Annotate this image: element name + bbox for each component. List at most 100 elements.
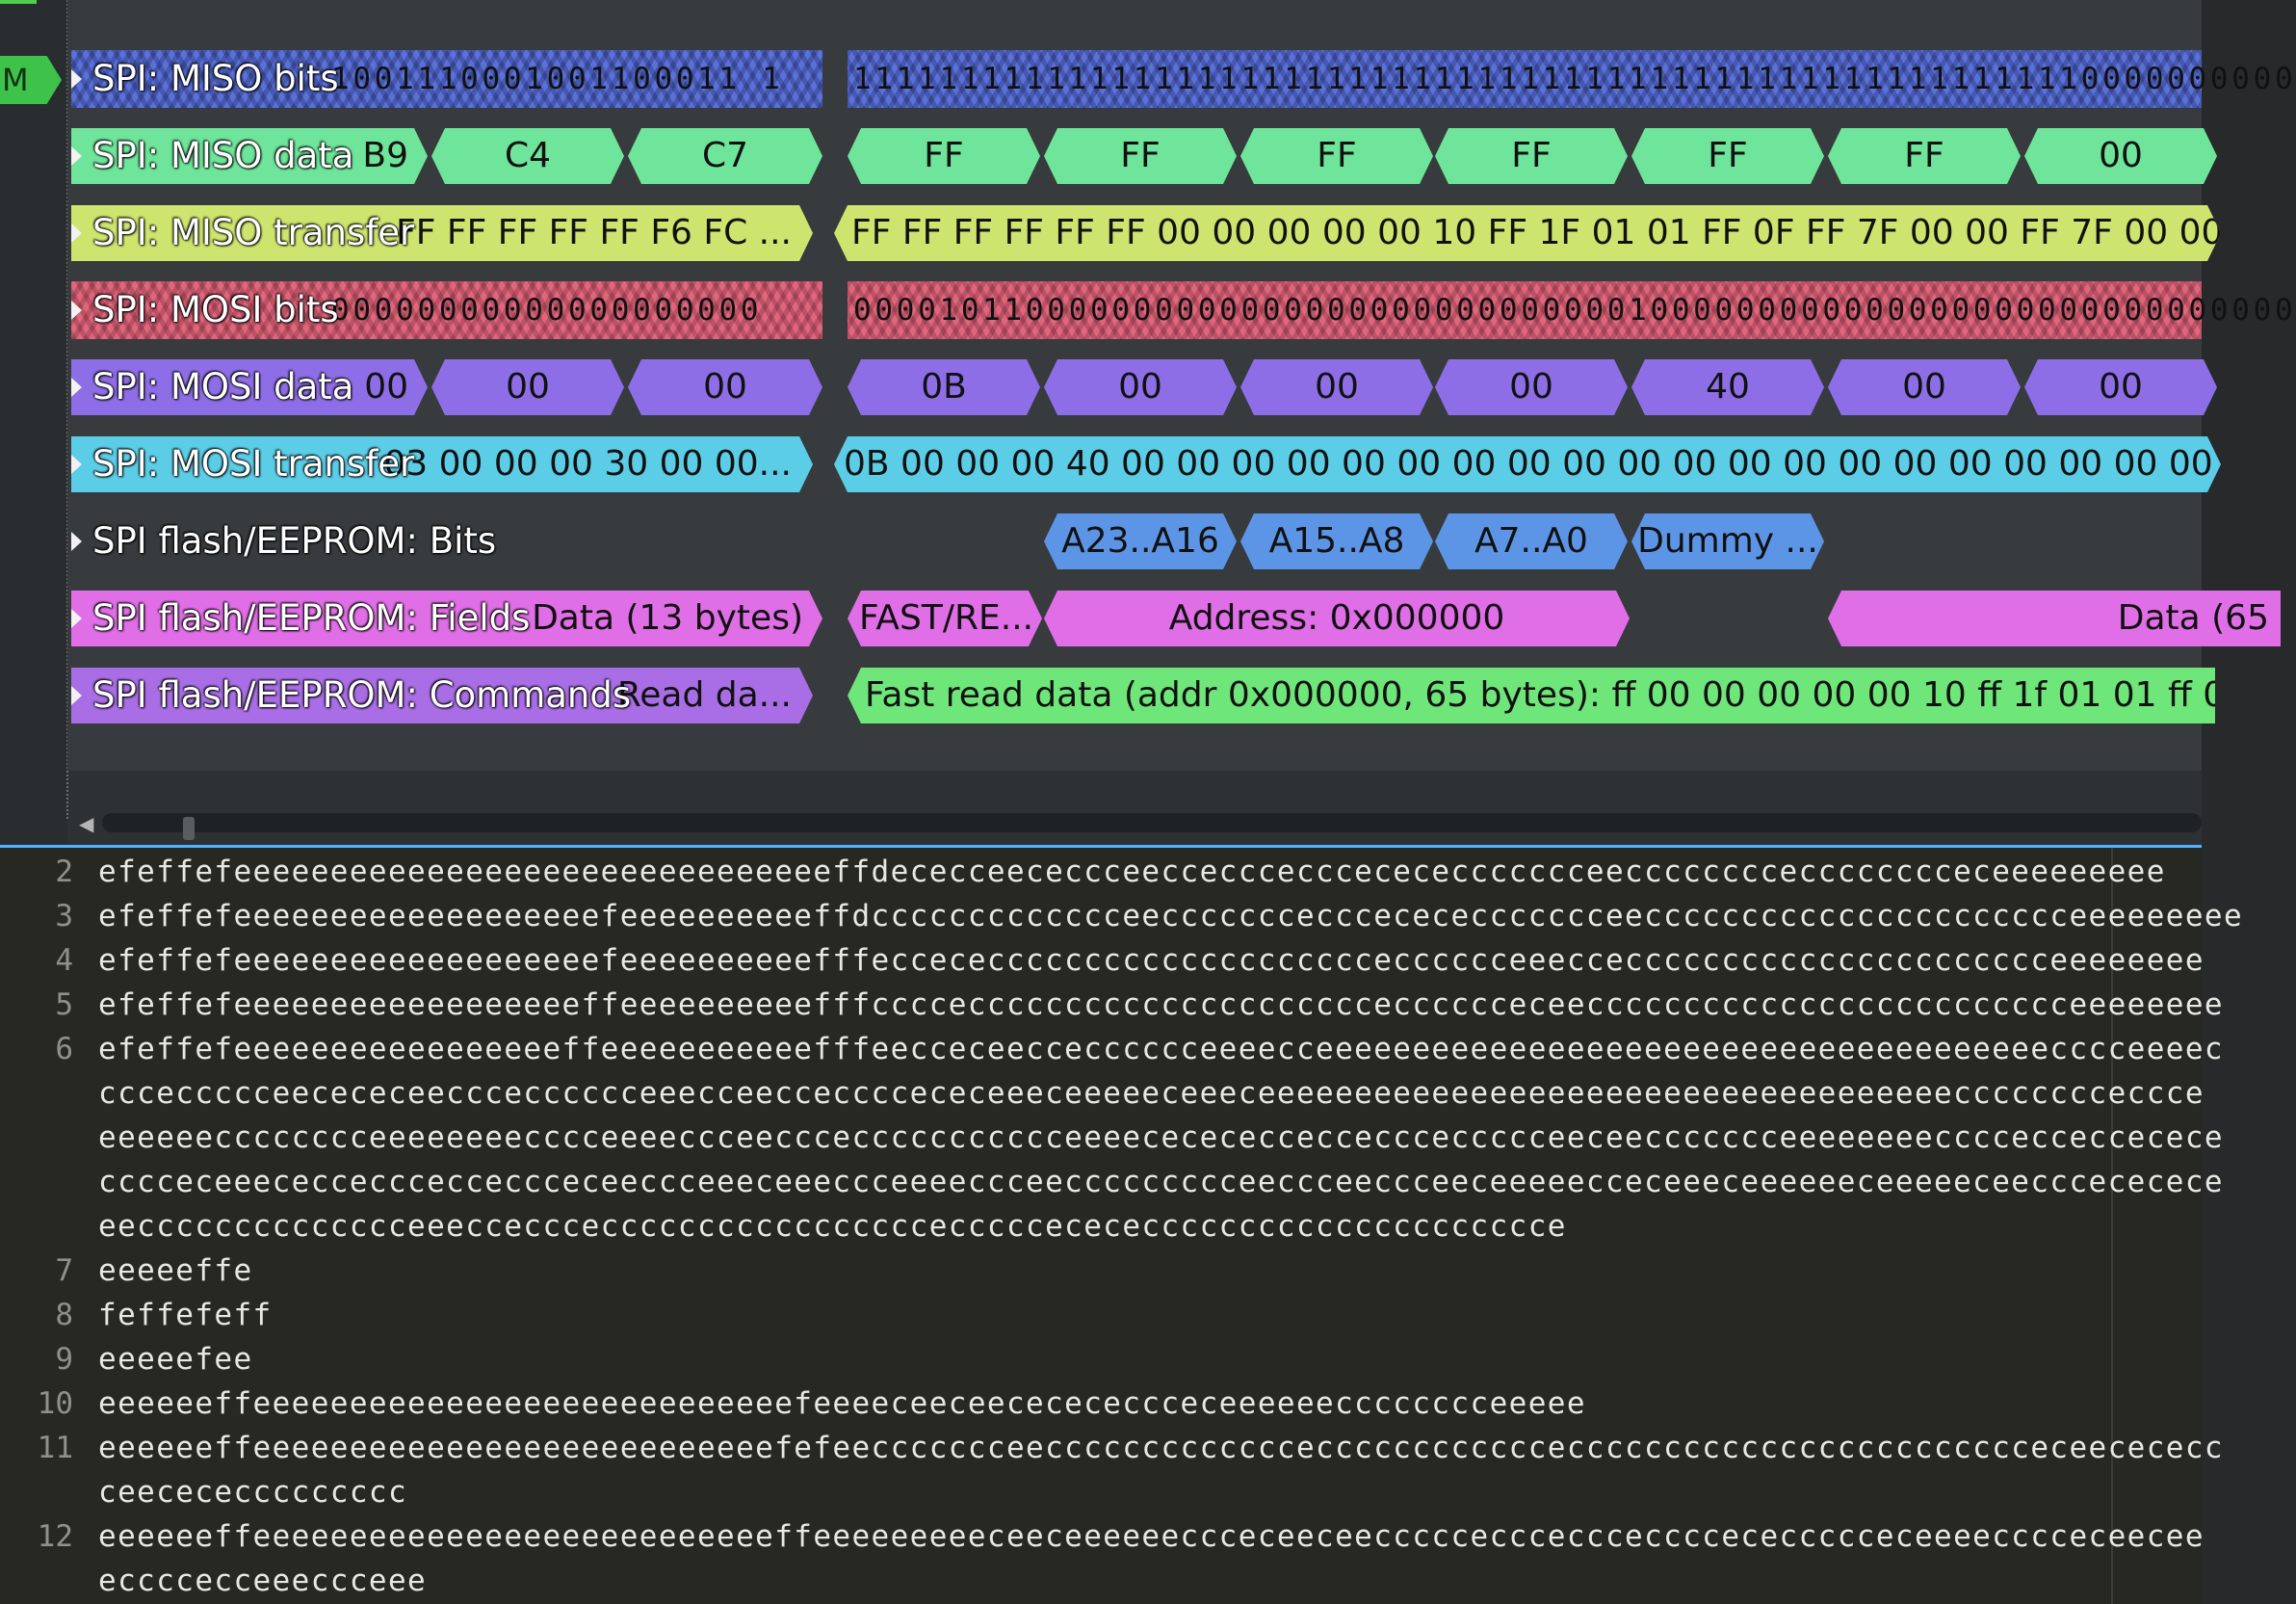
mosi-data-seg[interactable]: 00 xyxy=(2024,359,2217,415)
row-label-mosi-bits: SPI: MOSI bits xyxy=(92,289,339,330)
expand-caret-icon[interactable] xyxy=(71,378,82,397)
mosi-data-seg[interactable]: 00 xyxy=(431,359,624,415)
expand-caret-icon[interactable] xyxy=(71,532,82,551)
scrollbar-thumb[interactable] xyxy=(183,817,195,840)
expand-caret-icon[interactable] xyxy=(71,609,82,628)
miso-data-seg[interactable]: FF xyxy=(1631,128,1824,184)
line-text[interactable]: eeeeeecccccccceeeeeeeecccceeeeccceecccec… xyxy=(98,1120,2224,1155)
flash-bits-seg[interactable]: A7..A0 xyxy=(1435,513,1628,569)
flash-bits-seg[interactable]: Dummy ... xyxy=(1631,513,1824,569)
pane-splitter[interactable] xyxy=(0,845,2202,848)
mosi-data-seg[interactable]: 0B xyxy=(848,359,1040,415)
flash-fields-seg[interactable]: Address: 0x000000 xyxy=(1044,591,1630,646)
mosi-transfer-seg[interactable]: 03 00 00 00 30 00 00... xyxy=(71,436,813,492)
flash-bits-seg[interactable]: A15..A8 xyxy=(1240,513,1433,569)
expand-caret-icon[interactable] xyxy=(71,686,82,705)
miso-data-seg[interactable]: FF xyxy=(848,128,1040,184)
expand-caret-icon[interactable] xyxy=(71,146,82,166)
flash-fields-seg[interactable]: Data (65 xyxy=(1828,591,2281,646)
miso-transfer-seg[interactable]: FF FF FF FF FF FF 00 00 00 00 00 10 FF 1… xyxy=(834,205,2221,261)
editor-line[interactable]: 2 efeffefeeeeeeeeeeeeeeeeeeeeeeeeeeeeeeef… xyxy=(0,850,2202,894)
miso-data-seg[interactable]: FF xyxy=(1828,128,2021,184)
line-text[interactable]: eeeeefee xyxy=(98,1342,253,1377)
editor-line[interactable]: cccceceeececcecccecceccceceeccceeeceeecc… xyxy=(0,1160,2223,1204)
editor-line[interactable]: eccccecceeeccceee xyxy=(0,1559,2202,1603)
line-text[interactable]: efeffefeeeeeeeeeeeeeeeeeeffeeeeeeeeeefff… xyxy=(98,987,2224,1022)
mosi-data-seg[interactable]: 00 xyxy=(1240,359,1433,415)
line-text[interactable]: efeffefeeeeeeeeeeeeeeeeeeefeeeeeeeeeeffd… xyxy=(98,899,2244,933)
miso-transfer-seg[interactable]: FF FF FF FF FF F6 FC ... xyxy=(71,205,813,261)
flash-fields-seg[interactable]: Data (13 bytes) xyxy=(71,591,822,646)
editor-line[interactable]: ceecececcccccccc xyxy=(0,1470,2202,1514)
mosi-data-seg[interactable]: 00 xyxy=(628,359,822,415)
line-text[interactable]: eeeeeffe xyxy=(98,1253,253,1288)
miso-data-seg[interactable]: FF xyxy=(1044,128,1237,184)
line-text[interactable]: eeeeeeffeeeeeeeeeeeeeeeeeeeeeeeeeeeefeee… xyxy=(98,1386,1586,1421)
row-label-flash-commands: SPI flash/EEPROM: Commands xyxy=(92,674,632,716)
line-number: 2 xyxy=(55,855,73,889)
mosi-data-seg[interactable]: 00 xyxy=(1044,359,1237,415)
line-text[interactable]: cccceceeececcecccecceccceceeccceeeceeecc… xyxy=(98,1165,2224,1199)
line-text[interactable]: eecccccccccccccceeeccecccecccccccccccccc… xyxy=(98,1209,1567,1244)
text-editor[interactable]: 2 efeffefeeeeeeeeeeeeeeeeeeeeeeeeeeeeeeef… xyxy=(0,848,2242,1604)
mosi-bits-group-2: 0000101100000000000000000000000000001000… xyxy=(848,281,2293,339)
expand-caret-icon[interactable] xyxy=(71,301,82,320)
row-label-mosi-data: SPI: MOSI data xyxy=(92,366,354,408)
row-miso-bits[interactable]: 1001110001001100011 1 111111111111111111… xyxy=(67,40,2293,118)
row-flash-bits[interactable]: A23..A16 A15..A8 A7..A0 Dummy ... SPI fl… xyxy=(67,503,2202,580)
expand-caret-icon[interactable] xyxy=(71,69,82,89)
flash-fields-seg[interactable]: FAST/RE... xyxy=(848,591,1042,646)
line-text[interactable]: ceecececcccccccc xyxy=(98,1475,408,1510)
miso-data-seg[interactable]: B9 xyxy=(71,128,428,184)
line-text[interactable]: ccceccccceecececeecccecccccceeecceeccecc… xyxy=(98,1076,2205,1111)
line-text[interactable]: eccccecceeeccceee xyxy=(98,1564,428,1598)
line-text[interactable]: efeffefeeeeeeeeeeeeeeeeeeeeeeeeeeeeeeeff… xyxy=(98,855,2166,889)
line-text[interactable]: efeffefeeeeeeeeeeeeeeeeeffeeeeeeeeeeefff… xyxy=(98,1032,2224,1066)
line-text[interactable]: efeffefeeeeeeeeeeeeeeeeeeefeeeeeeeeeefff… xyxy=(98,943,2205,978)
row-miso-transfer[interactable]: FF FF FF FF FF F6 FC ... FF FF FF FF FF … xyxy=(67,195,2202,272)
row-flash-commands[interactable]: Read da... Fast read data (addr 0x000000… xyxy=(67,657,2215,734)
miso-data-seg[interactable]: C4 xyxy=(431,128,624,184)
line-text[interactable]: eeeeeeffeeeeeeeeeeeeeeeeeeeeeeeeeeeffeee… xyxy=(98,1519,2205,1554)
expand-caret-icon[interactable] xyxy=(71,455,82,474)
flash-commands-seg[interactable]: Fast read data (addr 0x000000, 65 bytes)… xyxy=(848,668,2215,723)
line-text[interactable]: eeeeeeffeeeeeeeeeeeeeeeeeeeeeeeeeeefefee… xyxy=(98,1431,2224,1465)
editor-line[interactable]: ccceccccceecececeecccecccccceeecceeccecc… xyxy=(0,1071,2205,1116)
marker-m-badge[interactable]: M xyxy=(0,56,62,104)
miso-data-seg[interactable]: 00 xyxy=(2024,128,2217,184)
mosi-data-seg[interactable]: 00 xyxy=(71,359,428,415)
row-flash-fields[interactable]: Data (13 bytes) FAST/RE... Address: 0x00… xyxy=(67,580,2281,657)
row-mosi-data[interactable]: 00 00 00 0B 00 00 00 40 00 00 SPI: MOSI … xyxy=(67,349,2202,426)
editor-line[interactable]: eeeeeecccccccceeeeeeeecccceeeeccceecccec… xyxy=(0,1116,2223,1160)
line-text[interactable]: feffefeff xyxy=(98,1298,273,1332)
mosi-transfer-seg[interactable]: 0B 00 00 00 40 00 00 00 00 00 00 00 00 0… xyxy=(834,436,2221,492)
row-mosi-transfer[interactable]: 03 00 00 00 30 00 00... 0B 00 00 00 40 0… xyxy=(67,426,2202,503)
miso-data-seg[interactable]: FF xyxy=(1240,128,1433,184)
row-miso-data[interactable]: B9 C4 C7 FF FF FF FF FF FF 00 SPI: MISO … xyxy=(67,118,2202,195)
mosi-data-seg[interactable]: 00 xyxy=(1435,359,1628,415)
flash-commands-seg[interactable]: Read da... xyxy=(71,668,813,723)
editor-line[interactable]: eecccccccccccccceeeccecccecccccccccccccc… xyxy=(0,1204,2202,1249)
row-mosi-bits[interactable]: 00000000000000000000 0000101100000000000… xyxy=(67,272,2293,349)
scroll-left-arrow-icon[interactable]: ◀ xyxy=(79,812,94,835)
mosi-bits-group-2-text: 0000101100000000000000000000000000001000… xyxy=(853,293,2296,328)
expand-caret-icon[interactable] xyxy=(71,224,82,243)
miso-data-seg[interactable]: FF xyxy=(1435,128,1628,184)
flash-bits-seg[interactable]: A23..A16 xyxy=(1044,513,1237,569)
scrollbar-track[interactable] xyxy=(102,813,2202,840)
miso-data-seg[interactable]: C7 xyxy=(628,128,822,184)
horizontal-scrollbar[interactable]: ◀ xyxy=(67,807,2202,840)
mosi-data-seg[interactable]: 40 xyxy=(1631,359,1824,415)
trace-gutter xyxy=(0,0,67,846)
mosi-data-seg[interactable]: 00 xyxy=(1828,359,2021,415)
